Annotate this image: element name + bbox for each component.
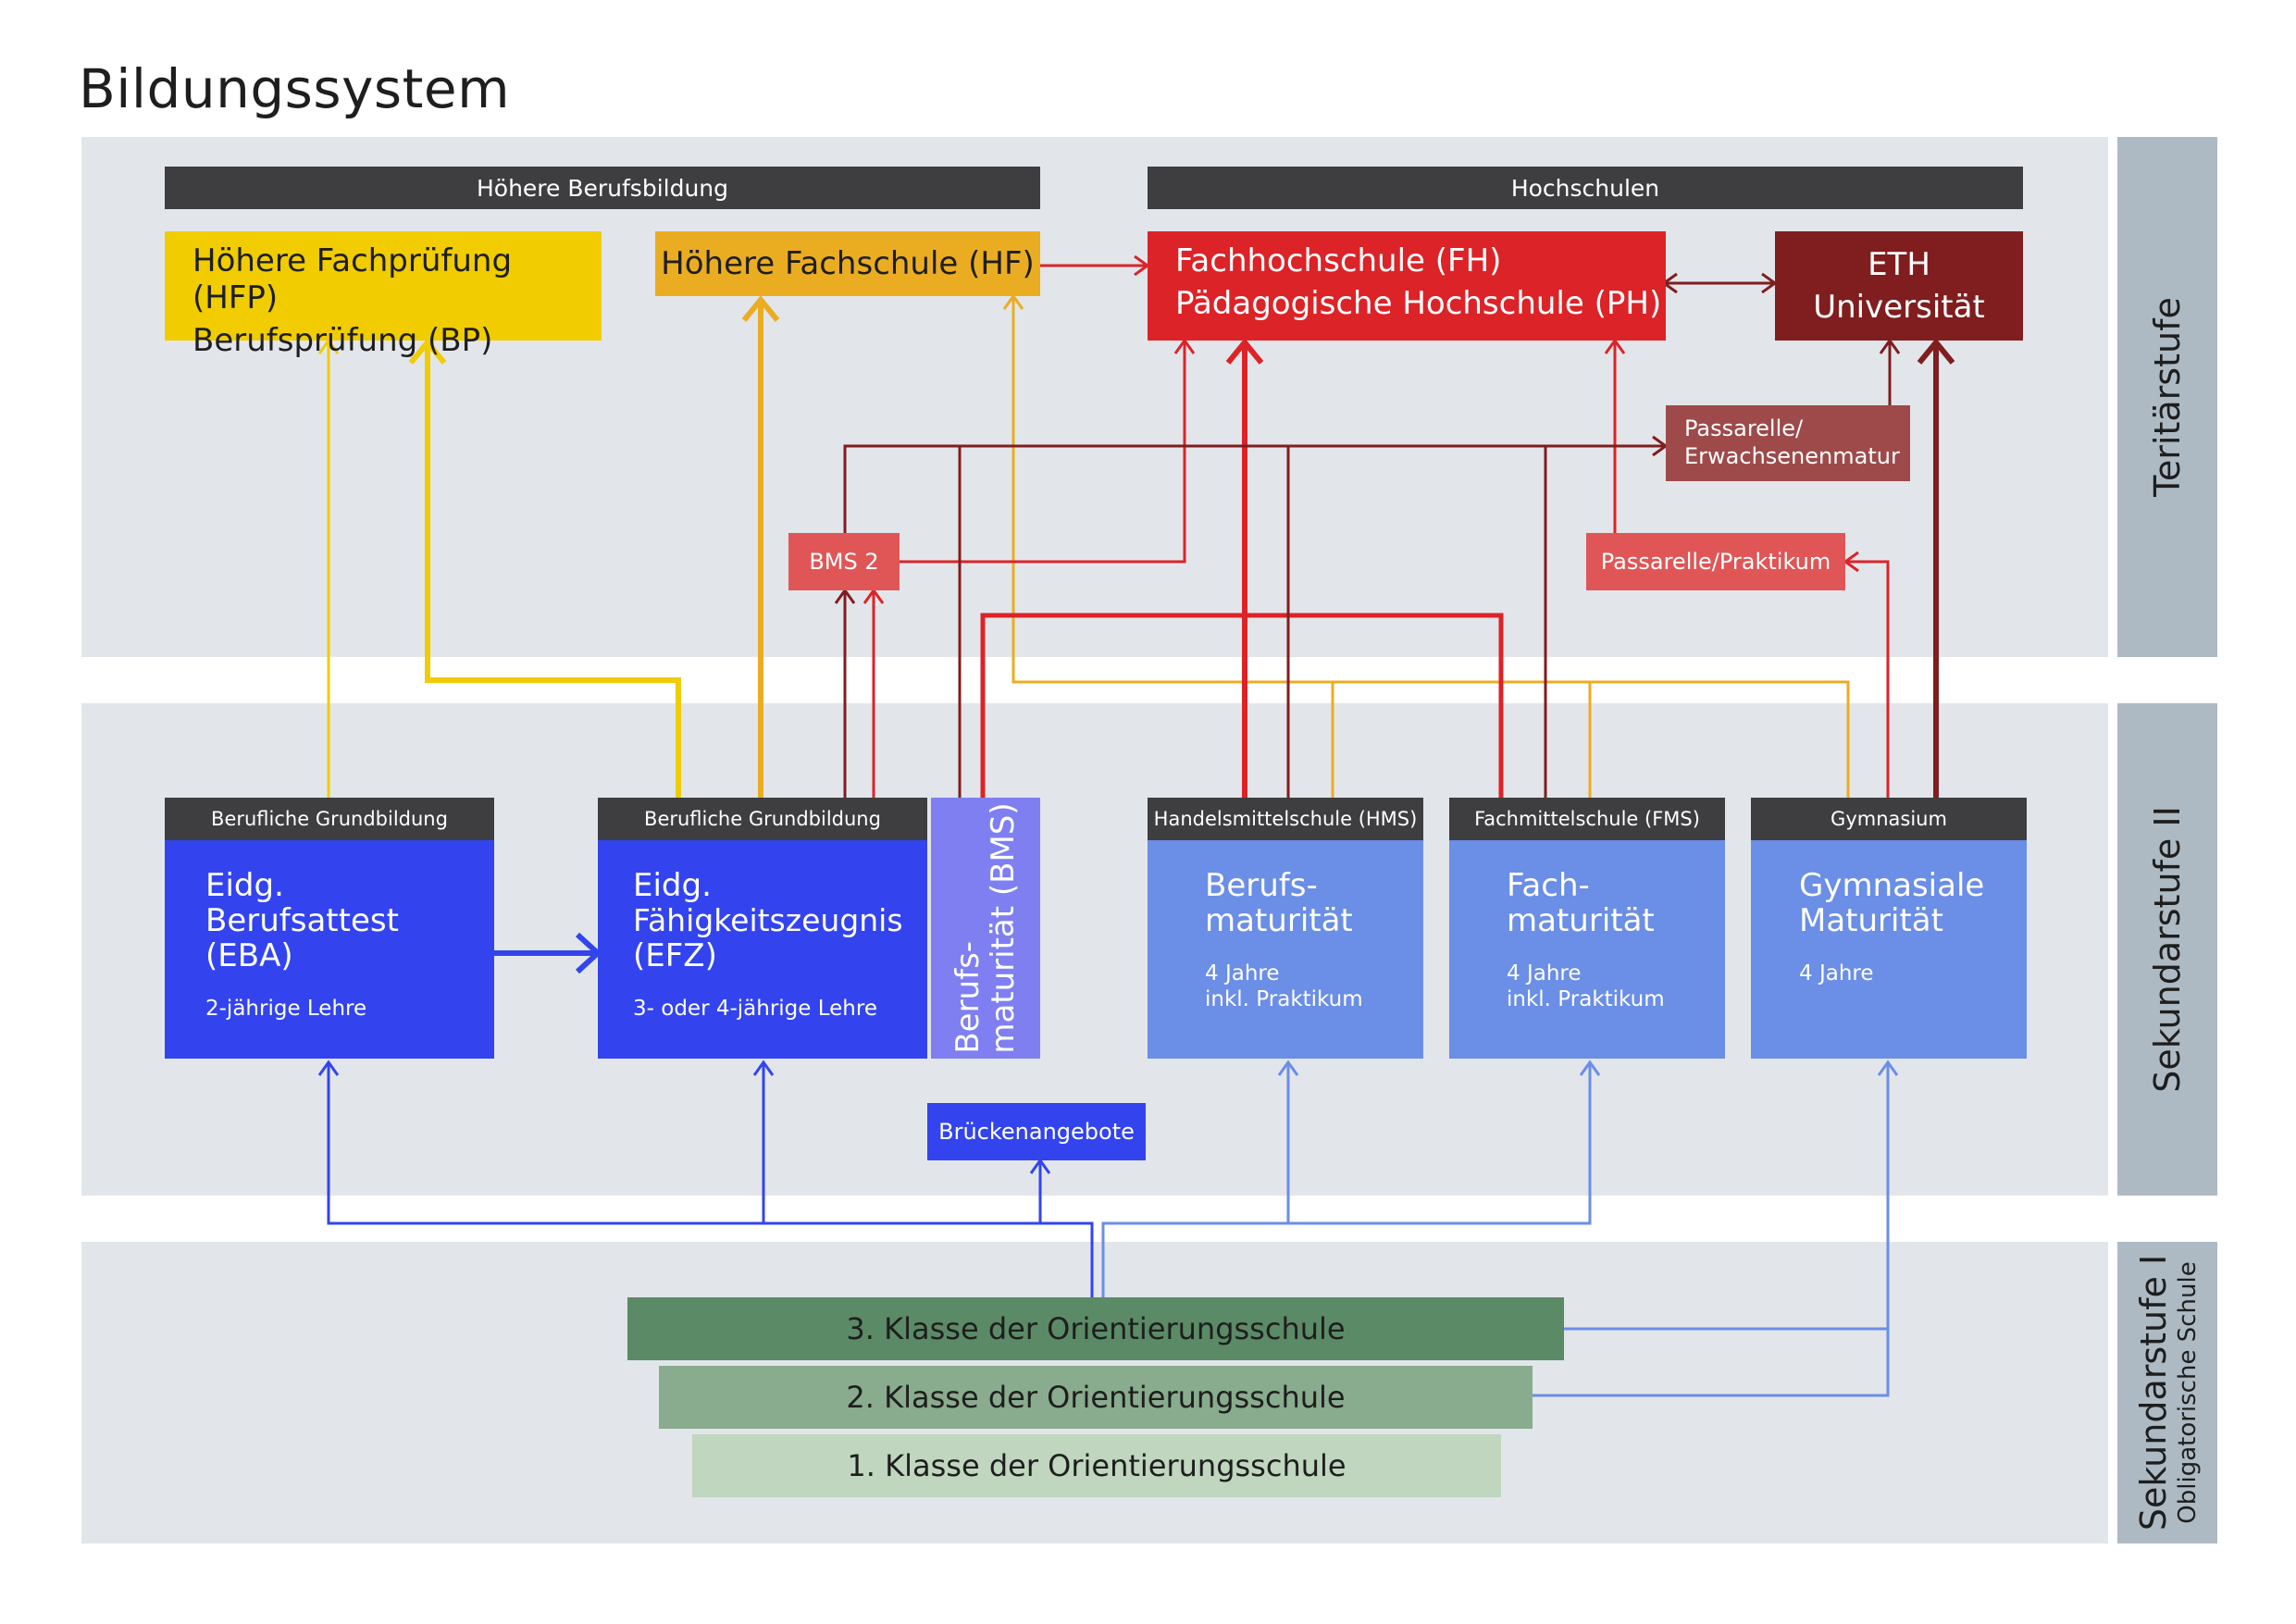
box-klasse-3[interactable]: 3. Klasse der Orientierungsschule bbox=[627, 1297, 1564, 1360]
arrow-efz-hfp bbox=[408, 338, 447, 365]
line-sek2-to-passarelle bbox=[843, 444, 1664, 798]
passarelle-praktikum-label: Passarelle/Praktikum bbox=[1600, 549, 1831, 575]
header-fms: Fachmittelschule (FMS) bbox=[1449, 798, 1725, 840]
line-klasse2-to-gym bbox=[1532, 1064, 1890, 1397]
arrow-efz-hf bbox=[741, 295, 780, 322]
box-passarelle-erwachsenenmatur[interactable]: Passarelle/ Erwachsenenmatur bbox=[1666, 405, 1910, 481]
box-efz[interactable]: Eidg. Fähigkeitszeugnis (EFZ) 3- oder 4-… bbox=[598, 840, 927, 1059]
hms-line2: maturität bbox=[1205, 902, 1353, 939]
bruecken-label: Brückenangebote bbox=[938, 1119, 1135, 1145]
box-hf[interactable]: Höhere Fachschule (HF) bbox=[655, 231, 1040, 296]
header-hms: Handelsmittelschule (HMS) bbox=[1148, 798, 1423, 840]
page-title: Bildungssystem bbox=[79, 57, 511, 120]
efz-line1: Eidg. bbox=[633, 867, 712, 904]
box-fms[interactable]: Fach- maturität 4 Jahre inkl. Praktikum bbox=[1449, 840, 1725, 1059]
header-hoehere-berufsbildung: Höhere Berufsbildung bbox=[165, 167, 1040, 209]
gym-line1: Gymnasiale bbox=[1799, 867, 1985, 904]
gym-line2: Maturität bbox=[1799, 902, 1943, 939]
arrow-praktikum-fh bbox=[1604, 338, 1626, 354]
line-bms-fms-loop bbox=[980, 613, 1504, 798]
box-passarelle-praktikum[interactable]: Passarelle/Praktikum bbox=[1586, 533, 1845, 590]
box-hfp[interactable]: Höhere Fachprüfung (HFP) Berufsprüfung (… bbox=[165, 231, 602, 359]
bms-line1: Berufs- bbox=[949, 940, 987, 1054]
arrow-eba-hfp bbox=[317, 338, 340, 354]
fms-sub1: 4 Jahre bbox=[1507, 961, 1582, 986]
arrow-hms-fh bbox=[1225, 338, 1264, 365]
header-eba: Berufliche Grundbildung bbox=[165, 798, 494, 840]
arrow-bms2-a bbox=[834, 588, 856, 604]
header-hochschulen: Hochschulen bbox=[1148, 167, 2023, 209]
fms-line2: maturität bbox=[1507, 902, 1655, 939]
line-efz-to-hfp bbox=[425, 344, 681, 798]
hfp-line1: Höhere Fachprüfung (HFP) bbox=[192, 242, 513, 316]
hms-sub2: inkl. Praktikum bbox=[1205, 987, 1363, 1011]
fh-line1: Fachhochschule (FH) bbox=[1175, 242, 1502, 279]
line-sek1-to-berufsbildung bbox=[327, 1064, 1094, 1297]
eba-line2: Berufsattest bbox=[205, 902, 399, 939]
fh-line2: Pädagogische Hochschule (PH) bbox=[1175, 285, 1662, 322]
side-label-sek2: Sekundarstufe II bbox=[2117, 703, 2217, 1196]
box-fh-ph[interactable]: Fachhochschule (FH) Pädagogische Hochsch… bbox=[1148, 231, 1666, 341]
arrow-to-gym bbox=[1877, 1060, 1899, 1076]
eba-sub: 2-jährige Lehre bbox=[205, 997, 367, 1021]
box-eth-universitaet[interactable]: ETH Universität bbox=[1775, 231, 2023, 341]
box-bms2[interactable]: BMS 2 bbox=[788, 533, 900, 590]
eba-line1: Eidg. bbox=[205, 867, 284, 904]
hms-sub1: 4 Jahre bbox=[1205, 961, 1280, 986]
eba-line3: (EBA) bbox=[205, 937, 293, 974]
bms2-label: BMS 2 bbox=[809, 549, 879, 575]
gym-sub: 4 Jahre bbox=[1799, 961, 1874, 986]
efz-line2: Fähigkeitszeugnis bbox=[633, 902, 903, 938]
box-gymnasium[interactable]: Gymnasiale Maturität 4 Jahre bbox=[1751, 840, 2027, 1059]
fms-sub2: inkl. Praktikum bbox=[1507, 987, 1665, 1011]
arrow-bms2-b bbox=[863, 588, 885, 604]
eth-line2: Universität bbox=[1813, 289, 1985, 326]
efz-line3: (EFZ) bbox=[633, 937, 717, 974]
bms-line2: maturität (BMS) bbox=[985, 802, 1022, 1054]
header-efz: Berufliche Grundbildung bbox=[598, 798, 927, 840]
arrow-passarelle-eth bbox=[1879, 338, 1901, 354]
hms-line1: Berufs- bbox=[1205, 867, 1318, 904]
arrow-bms2-fh bbox=[1173, 338, 1196, 354]
line-gym-to-praktikum bbox=[1847, 560, 1890, 798]
line-bms2-to-fh bbox=[900, 342, 1186, 564]
box-eba[interactable]: Eidg. Berufsattest (EBA) 2-jährige Lehre bbox=[165, 840, 494, 1059]
box-bms[interactable]: Berufs- maturität (BMS) bbox=[931, 798, 1040, 1059]
box-klasse-2[interactable]: 2. Klasse der Orientierungsschule bbox=[659, 1366, 1533, 1429]
arrow-gym-eth bbox=[1917, 338, 1955, 365]
arrow-to-bruecken bbox=[1029, 1158, 1051, 1174]
hf-label: Höhere Fachschule (HF) bbox=[661, 245, 1035, 282]
arrow-hf-thin bbox=[1002, 293, 1024, 310]
efz-sub: 3- oder 4-jährige Lehre bbox=[633, 997, 877, 1021]
box-klasse-1[interactable]: 1. Klasse der Orientierungsschule bbox=[692, 1434, 1501, 1497]
line-sek1-to-mittelschulen bbox=[1101, 1064, 1592, 1297]
hfp-line2: Berufsprüfung (BP) bbox=[192, 322, 493, 359]
header-gymnasium: Gymnasium bbox=[1751, 798, 2027, 840]
eth-line1: ETH bbox=[1868, 246, 1930, 283]
box-hms[interactable]: Berufs- maturität 4 Jahre inkl. Praktiku… bbox=[1148, 840, 1423, 1059]
fms-line1: Fach- bbox=[1507, 867, 1590, 904]
arrow-to-eba bbox=[317, 1060, 340, 1076]
passarelle-line1: Passarelle/ bbox=[1684, 415, 1804, 441]
arrow-gym-praktikum bbox=[1843, 551, 1859, 573]
arrow-to-fms bbox=[1579, 1060, 1601, 1076]
box-brueckenangebote[interactable]: Brückenangebote bbox=[927, 1103, 1146, 1160]
line-hf-collect bbox=[1011, 298, 1333, 684]
arrow-to-hms bbox=[1277, 1060, 1299, 1076]
arrow-to-efz bbox=[752, 1060, 775, 1076]
side-label-tertiaer: Teritärstufe bbox=[2117, 137, 2217, 657]
side-label-sek1: Sekundarstufe I Obligatorische Schule bbox=[2117, 1242, 2217, 1543]
passarelle-line2: Erwachsenenmatur bbox=[1684, 443, 1900, 469]
